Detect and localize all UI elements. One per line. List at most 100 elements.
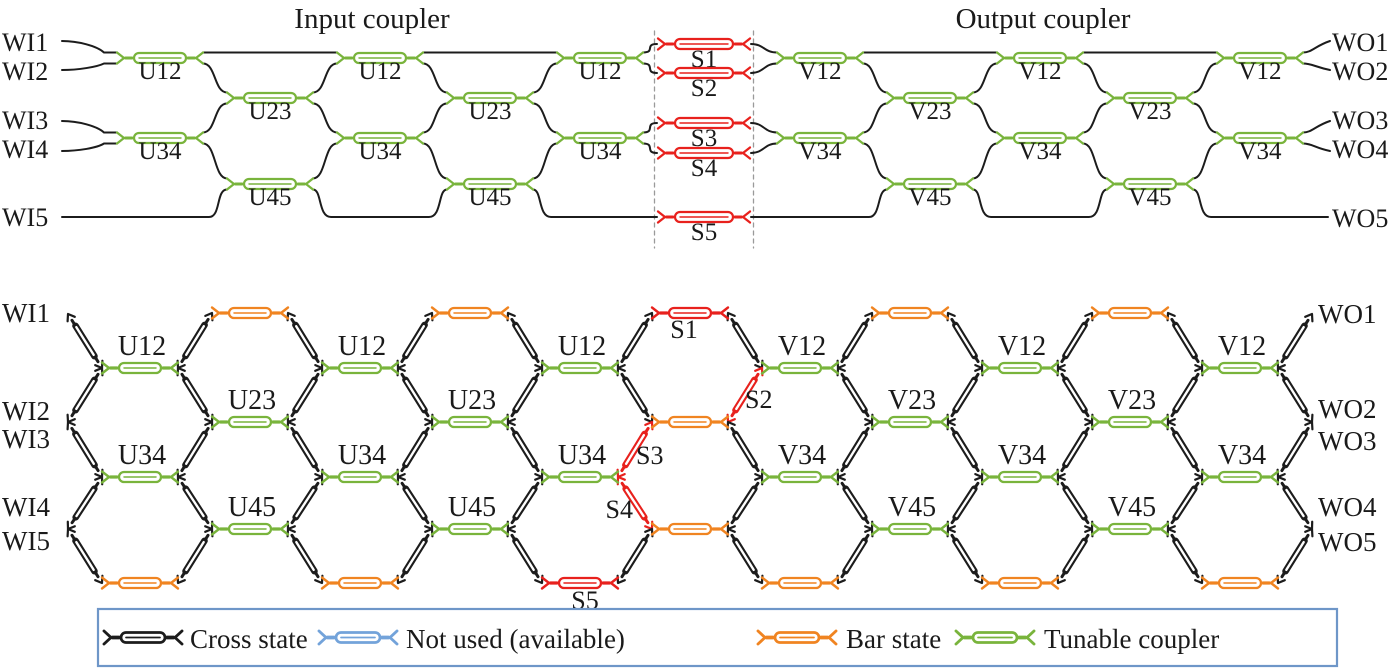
switch-coupler — [656, 210, 752, 224]
port-label: WO3 — [1318, 426, 1376, 456]
coupler-prongs — [430, 522, 441, 536]
coupler-body-core — [735, 540, 755, 572]
coupler-label: U34 — [578, 138, 622, 165]
switch-label: S3 — [636, 441, 663, 470]
coupler-prongs — [885, 91, 896, 105]
coupler-prongs — [650, 306, 661, 320]
coupler-prongs — [656, 146, 667, 160]
coupler-body-core — [515, 540, 535, 572]
coupler-prongs — [1049, 361, 1060, 375]
coupler-prongs — [1294, 51, 1305, 65]
cross-state-coupler — [506, 475, 544, 531]
coupler-body-core — [1065, 488, 1085, 518]
coupler-prongs — [1025, 629, 1036, 646]
waveguide — [61, 40, 118, 54]
coupler-prongs — [389, 361, 400, 375]
coupler-body-core — [1285, 434, 1305, 465]
bar-state-coupler — [650, 522, 730, 536]
cross-state-coupler — [1276, 475, 1314, 531]
bar-state-coupler — [210, 306, 290, 320]
coupler-label: U34 — [138, 138, 182, 165]
coupler-label: U12 — [358, 58, 401, 85]
cross-state-coupler — [836, 366, 874, 424]
tunable-coupler — [885, 177, 975, 191]
cross-state-coupler — [616, 527, 654, 585]
coupler-body-core — [75, 540, 95, 572]
coupler-prongs — [540, 576, 551, 590]
tunable-coupler — [1200, 470, 1280, 484]
waveguide — [532, 102, 558, 134]
cross-state-coupler — [1166, 366, 1204, 424]
coupler-body-core — [845, 434, 865, 465]
bar-state-coupler — [760, 576, 840, 590]
coupler-prongs — [499, 415, 510, 429]
coupler-prongs — [1215, 51, 1226, 65]
coupler-prongs — [169, 361, 180, 375]
coupler-label: U23 — [448, 385, 496, 416]
coupler-prongs — [954, 629, 965, 646]
tunable-coupler — [760, 470, 840, 484]
coupler-body-core — [845, 488, 865, 518]
port-label: WI1 — [2, 298, 50, 328]
cross-state-coupler — [946, 420, 984, 479]
coupler-label: V34 — [1218, 440, 1266, 471]
coupler-body-core — [405, 325, 425, 356]
coupler-prongs — [499, 306, 510, 320]
coupler-label: U45 — [248, 184, 291, 211]
coupler-prongs — [650, 522, 661, 536]
tunable-coupler — [870, 522, 950, 536]
coupler-body-core — [405, 434, 425, 465]
waveguide — [1302, 40, 1331, 54]
coupler-label: U45 — [468, 184, 511, 211]
cross-state-coupler — [1056, 366, 1094, 424]
tunable-coupler — [1215, 51, 1305, 65]
coupler-prongs — [939, 522, 950, 536]
cross-state-coupler — [286, 527, 324, 585]
coupler-label: U34 — [338, 440, 386, 471]
switch-label: S5 — [691, 219, 717, 246]
coupler-prongs — [173, 629, 184, 646]
coupler-prongs — [829, 361, 840, 375]
waveguide — [1192, 188, 1329, 218]
coupler-prongs — [320, 361, 331, 375]
coupler-body-core — [185, 379, 205, 411]
coupler-prongs — [980, 361, 991, 375]
cross-state-coupler — [176, 366, 214, 424]
waveguide — [750, 43, 778, 54]
coupler-prongs — [1159, 306, 1170, 320]
cross-state-coupler — [1166, 311, 1204, 370]
coupler-prongs — [829, 576, 840, 590]
cross-state-coupler — [506, 366, 544, 424]
switch-coupler — [656, 66, 752, 80]
coupler-body-core — [515, 434, 535, 465]
coupler-prongs — [980, 576, 991, 590]
coupler-prongs — [540, 361, 551, 375]
top-mesh: U12U34U23U45U12U34U23U45U12U34S1S2S3S4S5… — [2, 3, 1388, 249]
cross-state-coupler — [396, 420, 434, 479]
switch-coupler — [656, 116, 752, 130]
coupler-body-core — [405, 379, 425, 411]
port-label: WO2 — [1332, 57, 1388, 86]
coupler-body-core — [1175, 379, 1195, 411]
switch-label: S2 — [745, 385, 772, 414]
tunable-coupler — [1090, 522, 1170, 536]
coupler-body-core — [185, 325, 205, 356]
cross-state-coupler — [616, 311, 654, 370]
coupler-prongs — [1269, 361, 1280, 375]
coupler-label: V23 — [1128, 98, 1171, 125]
coupler-prongs — [870, 306, 881, 320]
cross-state-coupler — [506, 420, 544, 479]
coupler-prongs — [279, 306, 290, 320]
section-title: Output coupler — [956, 3, 1131, 35]
port-label: WI5 — [2, 526, 50, 556]
cross-state-coupler — [66, 366, 104, 424]
coupler-prongs — [854, 131, 865, 145]
coupler-prongs — [756, 629, 767, 646]
port-label: WO1 — [1318, 299, 1376, 329]
coupler-prongs — [414, 51, 425, 65]
coupler-body-core — [75, 379, 95, 411]
waveguide — [1302, 62, 1331, 71]
coupler-prongs — [980, 470, 991, 484]
coupler-body-core — [75, 488, 95, 518]
